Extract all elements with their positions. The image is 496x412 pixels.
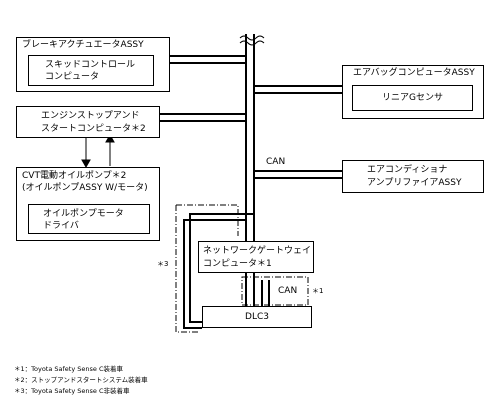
region-star1	[241, 276, 309, 306]
engine-stop-start-box: エンジンストップアンド スタートコンピュータ＊2	[16, 106, 160, 138]
oil-pump-motor-driver-label-1: オイルポンプモータ	[43, 209, 124, 219]
oil-pump-motor-driver-label-2: ドライバ	[43, 221, 79, 231]
engine-stop-start-label-2: スタートコンピュータ＊2	[41, 124, 146, 134]
gateway-links	[245, 226, 255, 308]
network-gateway-label-1: ネットワークゲートウェイ	[203, 246, 312, 256]
footnote-3: ＊3：Toyota Safety Sense C非装着車	[14, 387, 130, 395]
can-main-label: CAN	[266, 157, 286, 167]
skid-control-computer-box: スキッドコントロール コンピュータ	[28, 55, 154, 86]
skid-control-label-1: スキッドコントロール	[45, 60, 136, 70]
airbag-computer-box: エアバッグコンピュータASSY リニアGセンサ	[342, 65, 484, 119]
brake-actuator-title: ブレーキアクチュエータASSY	[22, 40, 144, 50]
linear-g-sensor-label: リニアGセンサ	[382, 93, 443, 103]
trunk-break-mark	[239, 35, 265, 46]
cvt-oil-pump-label-1: CVT電動オイルポンプ＊2	[22, 171, 127, 181]
signal-arrows	[81, 133, 115, 169]
can-sub-bus	[261, 280, 270, 308]
engine-stop-start-label-1: エンジンストップアンド	[41, 111, 140, 121]
aircon-amplifier-label-1: エアコンディショナ	[367, 165, 448, 175]
cvt-oil-pump-label-2: (オイルポンプASSY W/モータ)	[22, 183, 148, 193]
oil-pump-motor-driver-box: オイルポンプモータ ドライバ	[28, 204, 150, 234]
star1-marker: ＊1	[312, 287, 324, 295]
cvt-oil-pump-box: CVT電動オイルポンプ＊2 (オイルポンプASSY W/モータ) オイルポンプモ…	[16, 167, 160, 241]
can-branches	[160, 55, 342, 179]
skid-control-label-2: コンピュータ	[45, 72, 100, 82]
airbag-computer-title: エアバッグコンピュータASSY	[353, 68, 475, 78]
bypass-bus	[183, 213, 254, 329]
footnotes: ＊1：Toyota Safety Sense C装着車 ＊2：ストップアンドスタ…	[14, 364, 148, 397]
aircon-amplifier-label-2: アンプリファイアASSY	[367, 178, 462, 188]
footnote-1: ＊1：Toyota Safety Sense C装着車	[14, 365, 123, 373]
network-gateway-box: ネットワークゲートウェイ コンピュータ＊1	[198, 241, 314, 273]
can-sub-label: CAN	[278, 286, 298, 296]
footnote-2: ＊2：ストップアンドスタートシステム装着車	[14, 376, 148, 384]
dlc3-label: DLC3	[245, 312, 269, 322]
aircon-amplifier-box: エアコンディショナ アンプリファイアASSY	[342, 160, 484, 193]
linear-g-sensor-box: リニアGセンサ	[352, 85, 473, 111]
star3-marker: ＊3	[157, 260, 169, 268]
network-gateway-label-2: コンピュータ＊1	[203, 259, 272, 269]
region-star3	[175, 204, 239, 333]
dlc3-box: DLC3	[202, 306, 312, 328]
brake-actuator-box: ブレーキアクチュエータASSY スキッドコントロール コンピュータ	[16, 37, 170, 92]
